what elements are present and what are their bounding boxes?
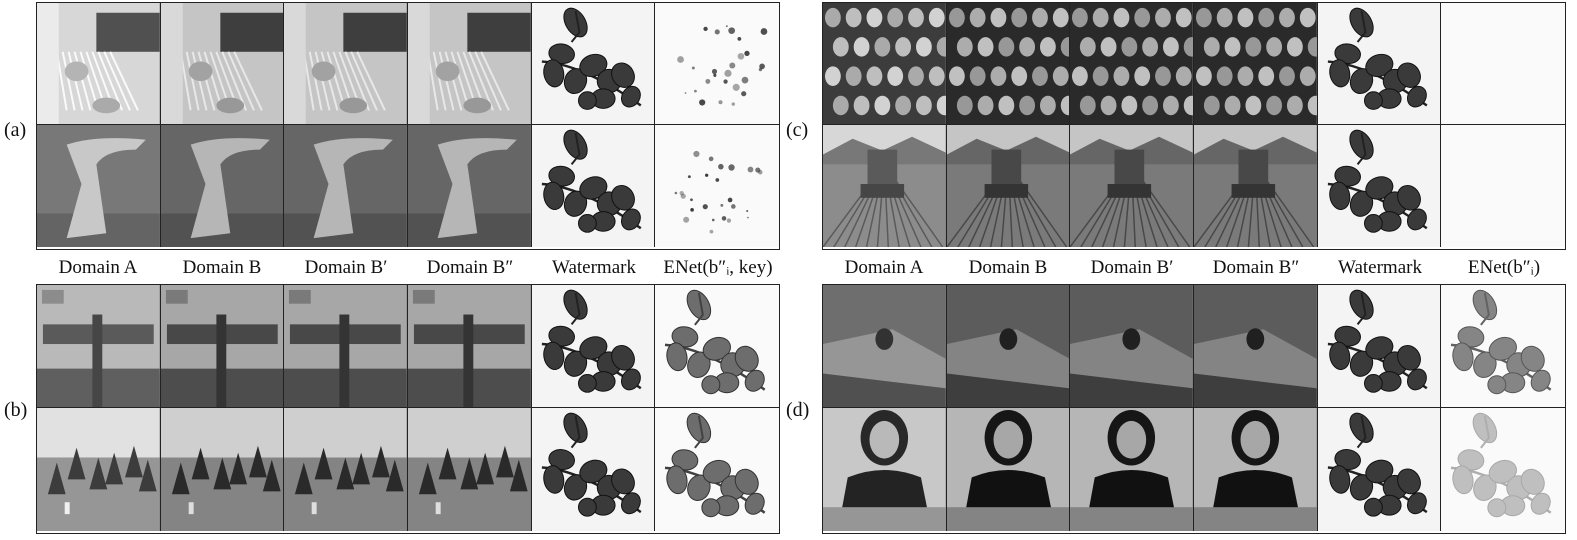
- panel-label-a: (a): [4, 119, 27, 141]
- grid-a-row2-domain-b-double-prime-image: [408, 125, 532, 247]
- grid-a-row2-domain-a-image: [37, 125, 161, 247]
- caption-enet-key: ENet(b″ᵢ, key): [663, 257, 773, 278]
- caption-domain-b-double-prime-right: Domain B″: [1212, 257, 1300, 278]
- grid-a-row1-domain-b-prime-image: [284, 3, 408, 125]
- grid-c-row1-domain-b-image: [946, 3, 1071, 125]
- panel-label-d: (d): [786, 399, 810, 421]
- grid-c-row2-domain-b-image: [946, 125, 1071, 247]
- grid-d-row1-domain-a-image: [823, 285, 947, 408]
- grid-d-row2-domain-b-double-prime-image: [1194, 408, 1318, 531]
- grid-c-row1-enet-output-image: [1441, 3, 1565, 125]
- grid-a-row1-domain-b-image: [160, 3, 285, 125]
- grid-b-row2-domain-b-prime-image: [284, 408, 408, 531]
- grid-a-row1-watermark-image: [531, 3, 656, 125]
- caption-enet: ENet(b″ᵢ): [1467, 257, 1541, 278]
- grid-c-row1-domain-b-double-prime-image: [1194, 3, 1318, 125]
- grid-a-row2-watermark-image: [531, 125, 656, 247]
- grid-c-row2-domain-a-image: [823, 125, 947, 247]
- grid-d-row2-watermark-image: [1317, 408, 1442, 531]
- grid-d-row2-domain-b-image: [946, 408, 1071, 531]
- image-grid-d: [822, 284, 1566, 534]
- grid-a-row1-domain-b-double-prime-image: [408, 3, 532, 125]
- caption-domain-b-right: Domain B: [968, 257, 1048, 278]
- grid-b-row2-watermark-image: [531, 408, 656, 531]
- grid-b-row1-watermark-image: [531, 285, 656, 408]
- grid-b-row2-domain-b-double-prime-image: [408, 408, 532, 531]
- grid-a-row1-domain-a-image: [37, 3, 161, 125]
- caption-domain-a-right: Domain A: [844, 257, 924, 278]
- grid-c-row2-enet-output-image: [1441, 125, 1565, 247]
- caption-domain-b-left: Domain B: [182, 257, 262, 278]
- grid-b-row2-domain-b-image: [160, 408, 285, 531]
- caption-watermark-left: Watermark: [552, 257, 636, 278]
- grid-d-row2-enet-output-image: [1441, 408, 1565, 531]
- image-grid-b: [36, 284, 780, 534]
- grid-a-row1-enet-output-image: [655, 3, 779, 125]
- grid-c-row2-watermark-image: [1317, 125, 1442, 247]
- panel-label-b: (b): [4, 399, 28, 421]
- grid-c-row1-domain-a-image: [823, 3, 947, 125]
- grid-d-row1-domain-b-image: [946, 285, 1071, 408]
- grid-b-row2-domain-a-image: [37, 408, 161, 531]
- caption-domain-a-left: Domain A: [58, 257, 138, 278]
- caption-domain-b-double-prime-left: Domain B″: [426, 257, 514, 278]
- caption-domain-b-prime-right: Domain B′: [1090, 257, 1174, 278]
- grid-b-row1-domain-b-double-prime-image: [408, 285, 532, 408]
- grid-a-row2-domain-b-prime-image: [284, 125, 408, 247]
- grid-b-row1-domain-b-image: [160, 285, 285, 408]
- grid-c-row1-watermark-image: [1317, 3, 1442, 125]
- grid-a-row2-enet-output-image: [655, 125, 779, 247]
- grid-d-row1-enet-output-image: [1441, 285, 1565, 408]
- grid-b-row1-domain-a-image: [37, 285, 161, 408]
- grid-a-row2-domain-b-image: [160, 125, 285, 247]
- caption-watermark-right: Watermark: [1338, 257, 1422, 278]
- panel-label-c: (c): [786, 119, 809, 141]
- grid-d-row2-domain-a-image: [823, 408, 947, 531]
- image-grid-a: [36, 2, 780, 250]
- grid-b-row1-enet-output-image: [655, 285, 779, 408]
- grid-d-row2-domain-b-prime-image: [1070, 408, 1194, 531]
- image-grid-c: [822, 2, 1566, 250]
- grid-c-row1-domain-b-prime-image: [1070, 3, 1194, 125]
- grid-c-row2-domain-b-double-prime-image: [1194, 125, 1318, 247]
- grid-d-row1-domain-b-double-prime-image: [1194, 285, 1318, 408]
- grid-c-row2-domain-b-prime-image: [1070, 125, 1194, 247]
- caption-domain-b-prime-left: Domain B′: [304, 257, 388, 278]
- grid-d-row1-watermark-image: [1317, 285, 1442, 408]
- grid-d-row1-domain-b-prime-image: [1070, 285, 1194, 408]
- grid-b-row2-enet-output-image: [655, 408, 779, 531]
- grid-b-row1-domain-b-prime-image: [284, 285, 408, 408]
